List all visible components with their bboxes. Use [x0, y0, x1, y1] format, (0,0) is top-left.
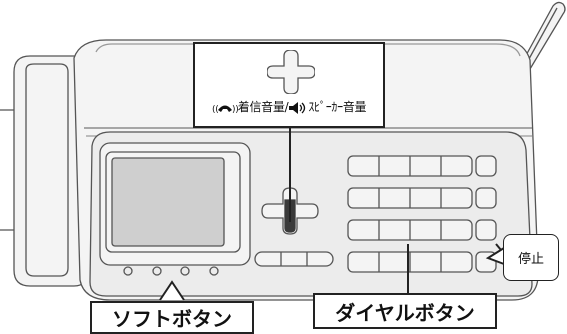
soft-buttons — [123, 266, 219, 276]
speaker-volume-label: ｽﾋﾟｰｶｰ音量 — [308, 100, 367, 114]
volume-separator: / — [284, 100, 289, 114]
phone-ringer-icon: (( )) — [212, 105, 238, 115]
soft-button-1[interactable] — [123, 266, 133, 276]
soft-button-3[interactable] — [180, 266, 190, 276]
speaker-icon — [289, 101, 306, 114]
cross-key-icon — [267, 50, 315, 94]
lcd-display — [99, 142, 251, 266]
ringer-volume-label: 着信音量 — [237, 100, 285, 114]
soft-buttons-label: ソフトボタン — [90, 301, 254, 334]
volume-callout: (( )) 着信音量/ ｽﾋﾟｰｶｰ音量 — [193, 42, 385, 128]
soft-button-4[interactable] — [209, 266, 219, 276]
stop-button[interactable]: 停止 — [503, 234, 559, 281]
svg-text:((: (( — [212, 105, 218, 115]
soft-button-2[interactable] — [152, 266, 162, 276]
volume-label: (( )) 着信音量/ ｽﾋﾟｰｶｰ音量 — [195, 98, 383, 115]
leader-lines — [159, 126, 507, 301]
svg-text:)): )) — [232, 105, 238, 115]
dial-buttons-label: ダイヤルボタン — [313, 293, 497, 329]
dial-keypad — [347, 155, 497, 273]
function-bar[interactable] — [254, 251, 334, 267]
